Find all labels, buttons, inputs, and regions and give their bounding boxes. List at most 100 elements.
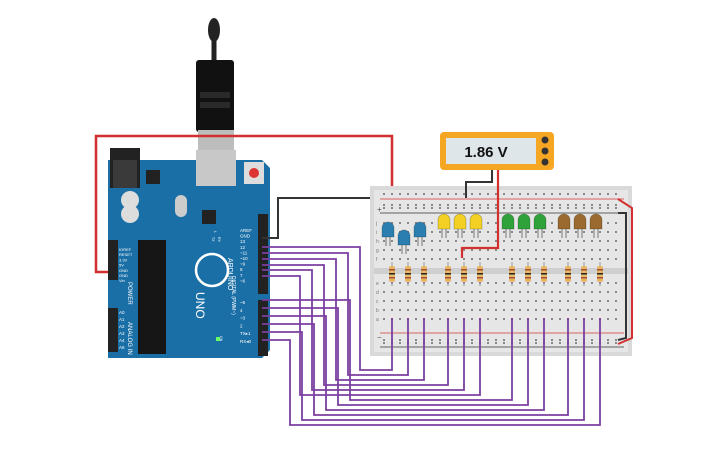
digital-pin-label: ~10 [240, 256, 248, 261]
led[interactable] [413, 221, 427, 246]
led[interactable] [469, 213, 483, 238]
analog-pin-label: A1 [119, 317, 125, 322]
wire-meter-black[interactable] [465, 168, 493, 198]
wire-digital-pin[interactable] [262, 299, 513, 401]
breadboard-holes [383, 193, 617, 344]
row-letter: b [376, 308, 379, 314]
led[interactable] [437, 213, 451, 238]
multimeter[interactable]: 1.86 V [440, 132, 554, 170]
rail-plus-label: + [377, 205, 382, 214]
led[interactable] [557, 213, 571, 238]
power-pin-label: IOREF [119, 247, 132, 252]
wire-digital-pin[interactable] [262, 258, 425, 381]
row-letter: e [376, 281, 379, 287]
resistor[interactable] [597, 262, 603, 286]
resistor[interactable] [509, 262, 515, 286]
digital-pin-label: 12 [240, 245, 246, 250]
resistor[interactable] [461, 262, 467, 286]
resistor[interactable] [405, 262, 411, 286]
wire-digital-pin[interactable] [262, 307, 529, 406]
digital-pin-label: ~6 [240, 278, 246, 283]
digital-pin-label: AREF [240, 228, 252, 233]
power-pin-label: 5V [119, 263, 124, 268]
led[interactable] [533, 213, 547, 238]
wire-digital-pin[interactable] [262, 315, 545, 411]
resistor[interactable] [541, 262, 547, 286]
power-pin-label: GND [119, 273, 128, 278]
resistor[interactable] [477, 262, 483, 286]
analog-pin-label: A0 [119, 310, 125, 315]
arduino-model: UNO [193, 292, 207, 319]
resistor[interactable] [389, 262, 395, 286]
row-letter: i [376, 230, 377, 236]
digital-caption: DIGITAL (PWM~) [230, 276, 236, 315]
wire-digital-pin[interactable] [262, 269, 465, 391]
row-letter: d [376, 290, 379, 296]
status-label: L [213, 231, 217, 233]
power-pin-label: GND [119, 268, 128, 273]
digital-pin-label: 8 [240, 267, 243, 272]
wire-rail-black[interactable] [617, 212, 627, 341]
wire-digital-pin[interactable] [262, 318, 601, 426]
rail-minus-label: − [377, 333, 382, 342]
digital-pin-label: 7 [240, 273, 243, 278]
led[interactable] [501, 213, 515, 238]
power-pin-label: RESET [119, 252, 133, 257]
digital-pin-label: 13 [240, 239, 246, 244]
wire-meter-red[interactable] [460, 168, 500, 258]
resistor[interactable] [565, 262, 571, 286]
row-letter: h [376, 239, 379, 245]
wire-digital-pin[interactable] [262, 246, 393, 371]
digital-pin-label: ~3 [240, 316, 246, 321]
row-letter: a [376, 317, 379, 323]
resistor-group [389, 262, 603, 286]
row-letter: g [376, 248, 379, 254]
resistor[interactable] [581, 262, 587, 286]
resistor[interactable] [525, 262, 531, 286]
digital-pin-label: GND [240, 234, 251, 239]
analog-pin-label: A3 [119, 331, 125, 336]
status-label: ON [219, 336, 223, 342]
arduino-brand: ARDUINO [226, 258, 233, 291]
led[interactable] [453, 213, 467, 238]
analog-pin-label: A4 [119, 338, 125, 343]
led[interactable] [517, 213, 531, 238]
led-group [381, 213, 603, 254]
status-label: RX [217, 237, 221, 243]
wire-digital-pin[interactable] [262, 318, 569, 416]
wire-digital-pin[interactable] [262, 252, 409, 376]
multimeter-reading: 1.86 V [464, 144, 507, 161]
digital-pin-label: 2 [240, 323, 243, 328]
wire-digital-pin[interactable] [262, 275, 481, 396]
wire-gnd-black[interactable] [262, 197, 380, 239]
digital-pin-label: ~9 [240, 262, 246, 267]
analog-pin-label: A5 [119, 345, 125, 350]
wire-digital-pin[interactable] [262, 318, 585, 421]
wire-5v-red[interactable] [94, 134, 394, 274]
usb-cable[interactable] [196, 18, 234, 170]
power-label: POWER [126, 282, 132, 305]
led[interactable] [381, 221, 395, 246]
led[interactable] [573, 213, 587, 238]
wire-rail-red[interactable] [617, 198, 633, 345]
resistor[interactable] [445, 262, 451, 286]
digital-pin-label: ~5 [240, 300, 246, 305]
arduino-board[interactable]: ARDUINO UNO POWER ANALOG IN DIGITAL (PWM… [108, 148, 270, 358]
purple-wire-group [262, 246, 601, 426]
wire-digital-pin[interactable] [262, 264, 449, 386]
power-pin-label: Vin [119, 278, 125, 283]
led[interactable] [589, 213, 603, 238]
row-letter: c [376, 299, 379, 305]
led[interactable] [397, 229, 411, 254]
power-pin-label: 3.3V [119, 257, 128, 262]
resistor[interactable] [421, 262, 427, 286]
status-label: TX [211, 237, 215, 242]
digital-pin-label: 4 [240, 308, 243, 313]
digital-pin-label: RX◂0 [240, 339, 252, 344]
digital-pin-label: TX▸1 [240, 331, 251, 336]
row-letter: j [375, 221, 377, 227]
